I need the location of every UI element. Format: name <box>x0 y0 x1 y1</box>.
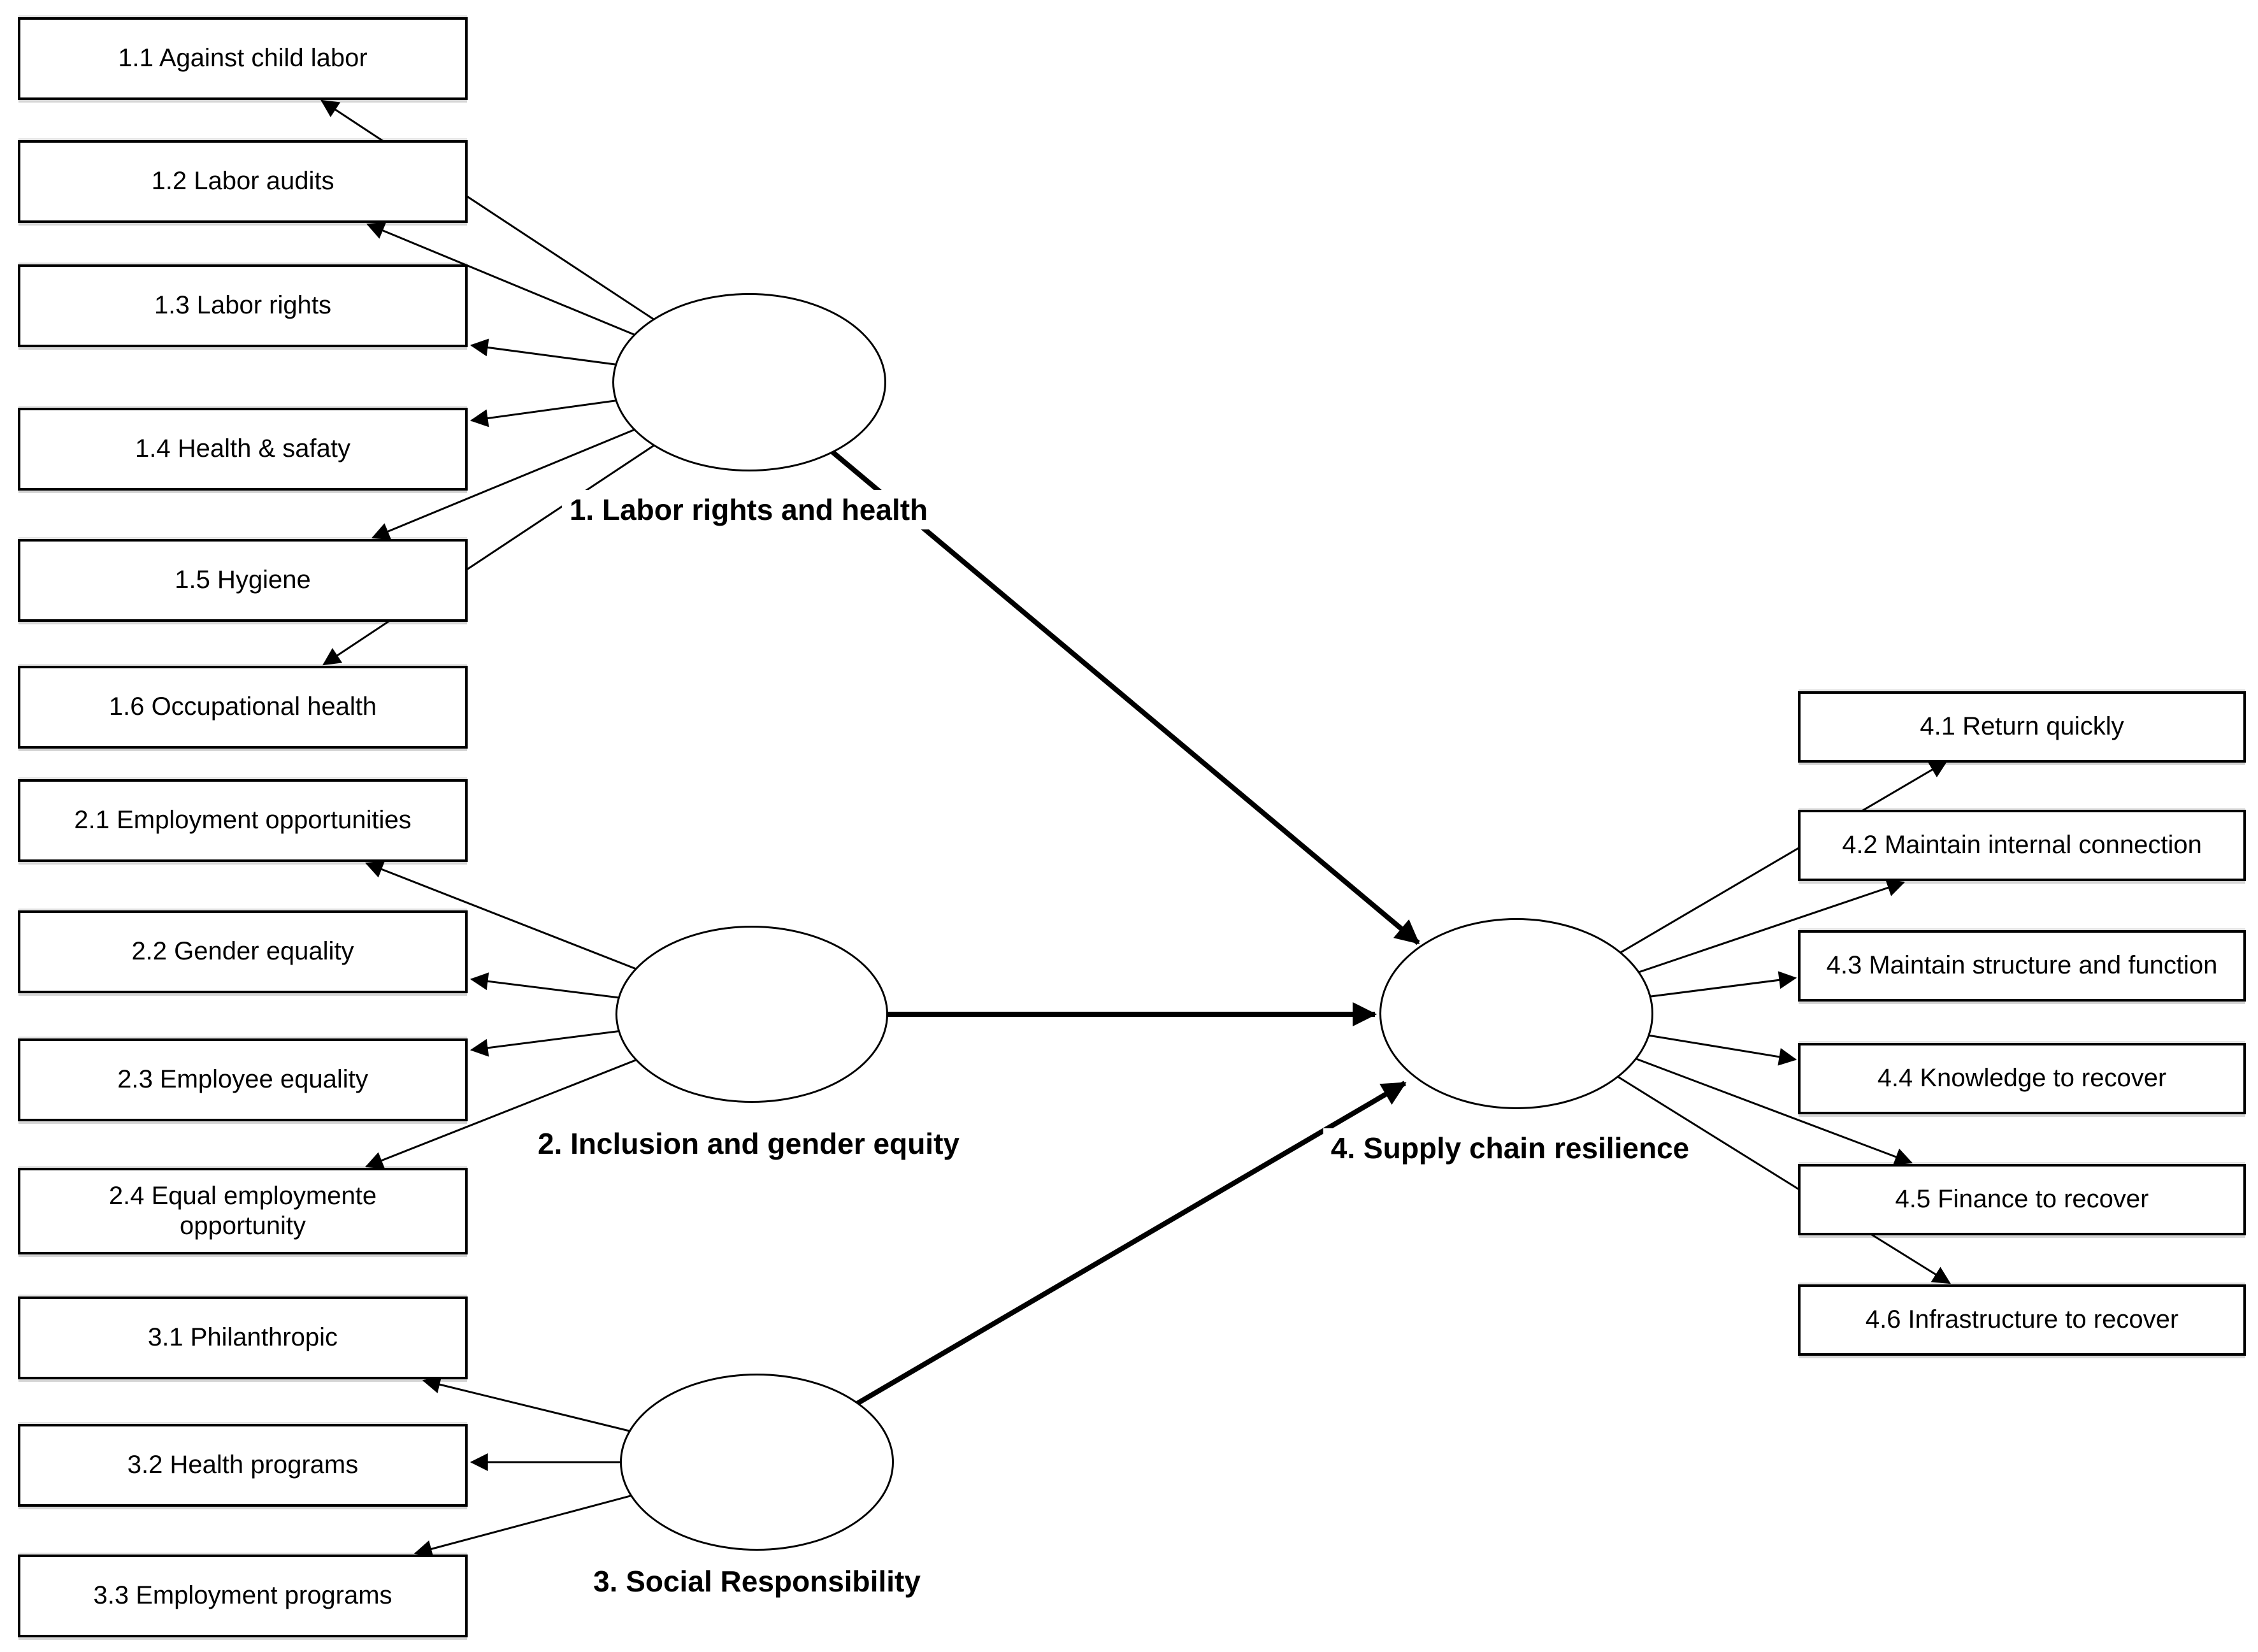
indicator-label-1.1: 1.1 Against child labor <box>118 44 368 73</box>
indicator-label-4.2: 4.2 Maintain internal connection <box>1842 831 2202 859</box>
indicator-box-1.2: 1.2 Labor audits <box>18 140 468 223</box>
indicator-box-1.1: 1.1 Against child labor <box>18 17 468 100</box>
indicator-box-4.3: 4.3 Maintain structure and function <box>1798 930 2246 1002</box>
indicator-box-1.3: 1.3 Labor rights <box>18 264 468 347</box>
indicator-box-2.1: 2.1 Employment opportunities <box>18 779 468 862</box>
latent-ellipse-1 <box>612 293 886 471</box>
indicator-label-3.1: 3.1 Philanthropic <box>148 1323 338 1352</box>
indicator-label-4.5: 4.5 Finance to recover <box>1895 1185 2149 1214</box>
indicator-box-2.4: 2.4 Equal employmente opportunity <box>18 1168 468 1254</box>
indicator-box-1.6: 1.6 Occupational health <box>18 666 468 749</box>
indicator-box-4.4: 4.4 Knowledge to recover <box>1798 1043 2246 1114</box>
arrow-3-to-4 <box>755 1081 1407 1465</box>
indicator-label-1.4: 1.4 Health & safaty <box>135 435 350 463</box>
indicator-box-2.2: 2.2 Gender equality <box>18 910 468 993</box>
indicator-label-2.4: 2.4 Equal employmente opportunity <box>108 1181 377 1240</box>
indicator-box-1.5: 1.5 Hygiene <box>18 539 468 622</box>
indicator-box-1.4: 1.4 Health & safaty <box>18 408 468 491</box>
indicator-label-2.1: 2.1 Employment opportunities <box>74 806 412 835</box>
indicator-label-1.3: 1.3 Labor rights <box>154 291 331 320</box>
latent-ellipse-3 <box>620 1374 894 1551</box>
indicator-box-4.1: 4.1 Return quickly <box>1798 691 2246 763</box>
arrow-1-to-4 <box>747 380 1420 945</box>
latent-label-4: 4. Supply chain resilience <box>1323 1128 1697 1168</box>
indicator-label-1.5: 1.5 Hygiene <box>175 566 311 594</box>
indicator-label-4.4: 4.4 Knowledge to recover <box>1877 1064 2167 1093</box>
latent-ellipse-4 <box>1379 918 1653 1109</box>
indicator-label-4.6: 4.6 Infrastructure to recover <box>1865 1305 2179 1334</box>
indicator-label-3.3: 3.3 Employment programs <box>93 1581 392 1610</box>
indicator-box-4.6: 4.6 Infrastructure to recover <box>1798 1284 2246 1356</box>
indicator-label-2.3: 2.3 Employee equality <box>117 1065 368 1094</box>
latent-label-2: 2. Inclusion and gender equity <box>530 1124 967 1163</box>
indicator-box-3.2: 3.2 Health programs <box>18 1424 468 1507</box>
indicator-label-1.2: 1.2 Labor audits <box>151 167 334 196</box>
latent-label-1: 1. Labor rights and health <box>561 490 936 529</box>
latent-label-3: 3. Social Responsibility <box>586 1562 928 1601</box>
indicator-label-4.1: 4.1 Return quickly <box>1920 712 2124 741</box>
latent-ellipse-2 <box>615 926 888 1103</box>
indicator-box-3.3: 3.3 Employment programs <box>18 1555 468 1637</box>
indicator-box-4.5: 4.5 Finance to recover <box>1798 1164 2246 1235</box>
indicator-label-4.3: 4.3 Maintain structure and function <box>1826 951 2218 980</box>
indicator-box-2.3: 2.3 Employee equality <box>18 1038 468 1121</box>
indicator-label-2.2: 2.2 Gender equality <box>131 937 354 966</box>
indicator-label-3.2: 3.2 Health programs <box>127 1451 359 1479</box>
indicator-box-3.1: 3.1 Philanthropic <box>18 1296 468 1379</box>
indicator-label-1.6: 1.6 Occupational health <box>108 693 377 721</box>
indicator-box-4.2: 4.2 Maintain internal connection <box>1798 810 2246 881</box>
